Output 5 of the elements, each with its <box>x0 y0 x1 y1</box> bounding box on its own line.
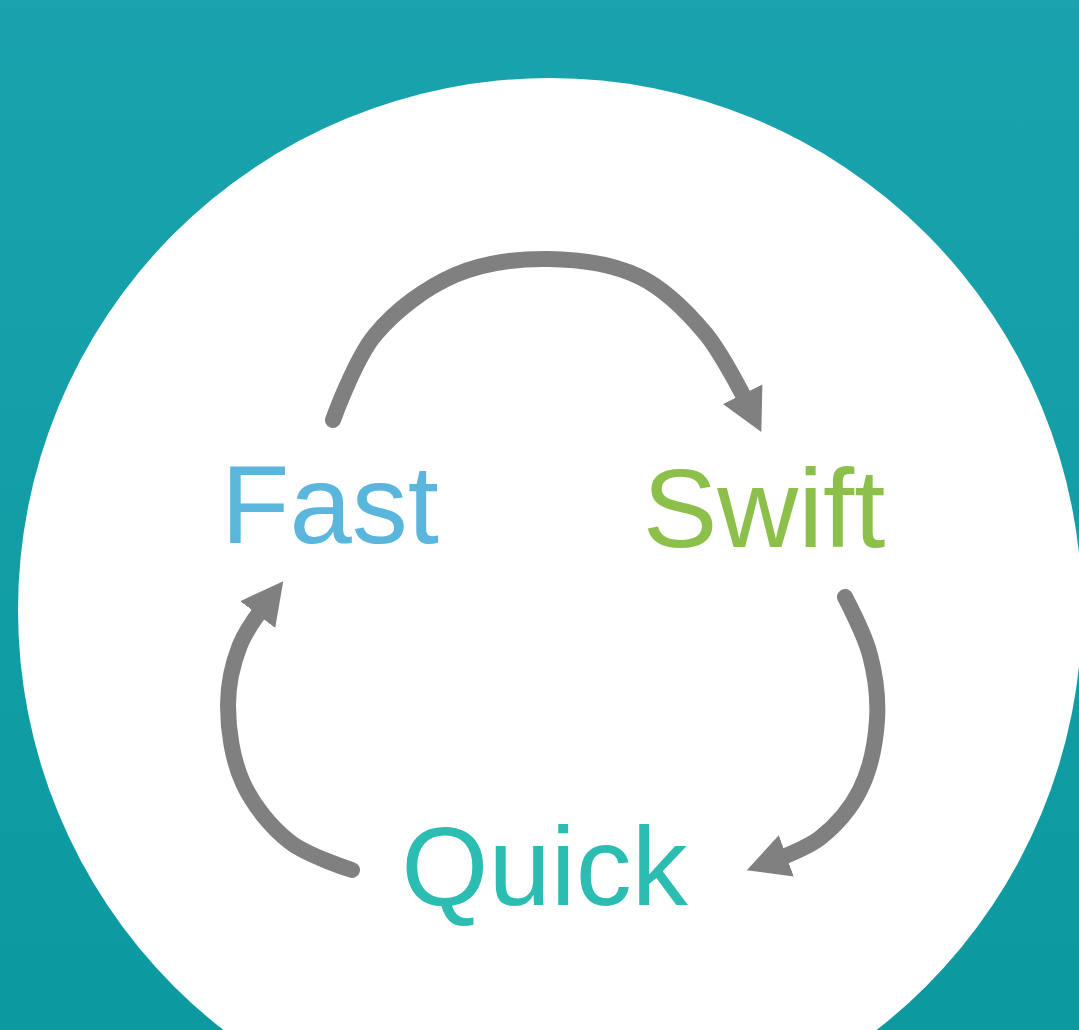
curved-arrow <box>220 581 360 878</box>
cycle-label: Fast <box>212 420 448 583</box>
curved-arrow <box>746 589 886 877</box>
curved-arrow <box>325 251 763 432</box>
cycle-label: Swift <box>618 420 910 597</box>
